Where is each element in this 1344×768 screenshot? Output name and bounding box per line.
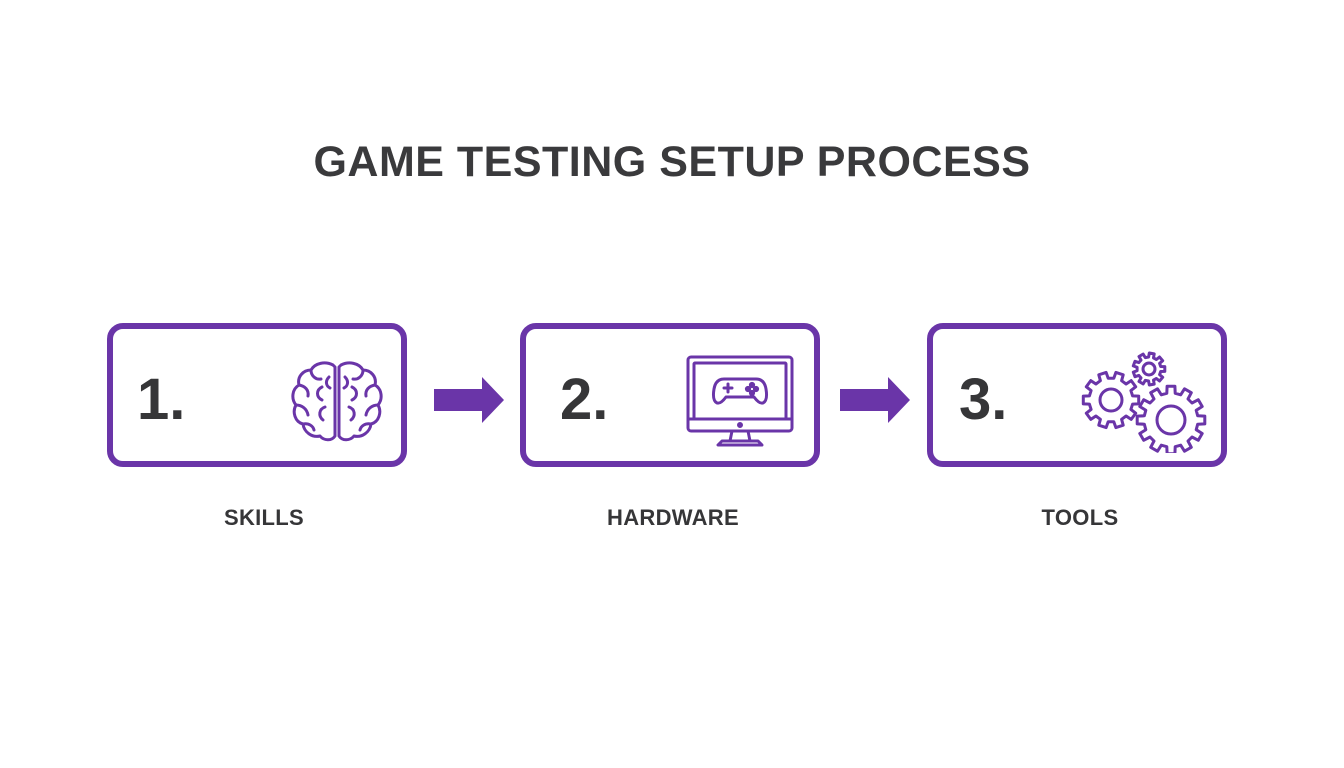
arrow-right-icon — [434, 377, 504, 423]
brain-icon — [291, 361, 383, 442]
gear-left-hub — [1098, 387, 1124, 413]
gear-left-outline — [1081, 370, 1141, 430]
game-monitor-icon — [686, 355, 794, 447]
step-label-hardware: HARDWARE — [607, 505, 739, 530]
step-number: 3. — [959, 367, 1008, 432]
arrow-right-icon — [840, 377, 910, 423]
step-label-skills: SKILLS — [223, 505, 305, 530]
page-title: GAME TESTING SETUP PROCESS — [313, 138, 1031, 186]
step-number: 2. — [560, 367, 609, 432]
step-tools-box: 3. — [927, 323, 1227, 467]
step-label-tools: TOOLS — [1041, 505, 1119, 530]
step-hardware-box: 2. — [520, 323, 820, 467]
step-skills-box: 1. — [107, 323, 407, 467]
gear-small-hub — [1141, 361, 1157, 377]
gear-right-hub — [1155, 404, 1187, 436]
gear-right-outline — [1135, 384, 1207, 453]
gears-icon — [1081, 351, 1207, 453]
gear-small-outline — [1131, 351, 1167, 387]
step-number: 1. — [137, 367, 186, 432]
